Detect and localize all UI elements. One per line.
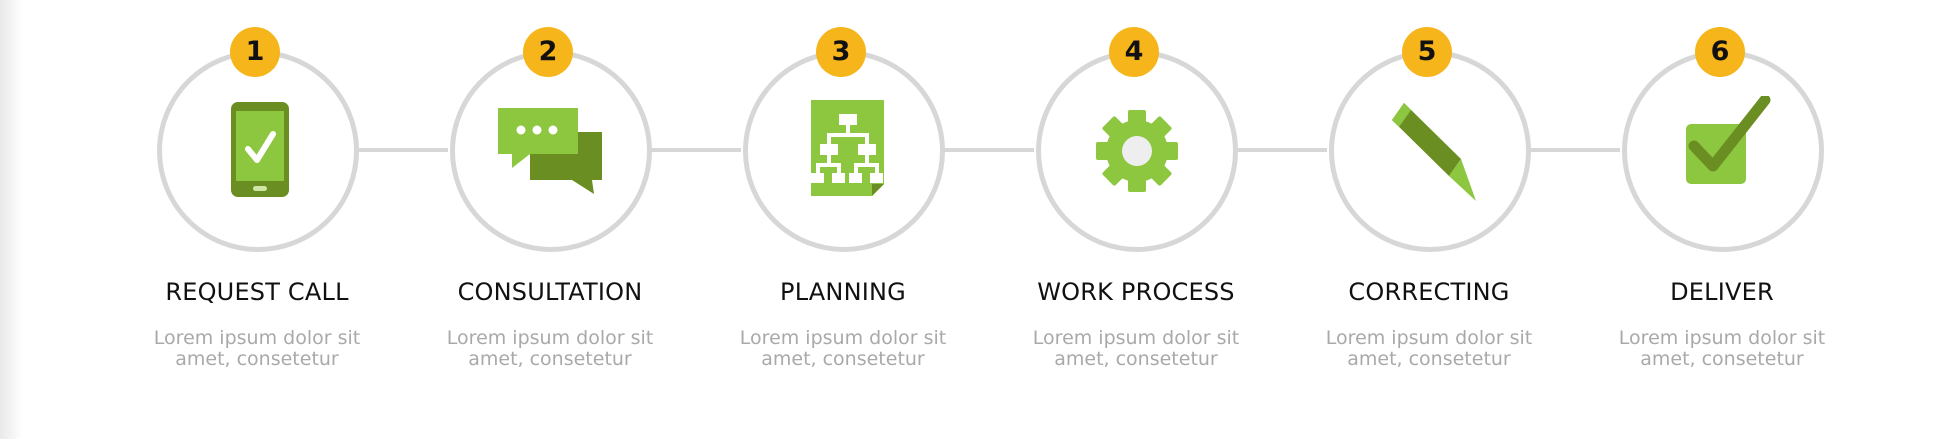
step-correcting: 5 CORRECTING Lorem ipsum dolor sit amet,… — [1294, 0, 1564, 439]
step-number-badge: 1 — [230, 27, 280, 77]
step-consultation: 2 CONSULTATION Lorem ipsum dolor sit ame… — [415, 0, 685, 439]
step-title: WORK PROCESS — [1037, 278, 1235, 306]
sitemap-document-icon — [789, 96, 899, 206]
smartphone-check-icon — [203, 96, 313, 206]
connector-line-1-2 — [357, 148, 448, 152]
connector-line-2-3 — [650, 148, 741, 152]
checkbox-check-icon — [1668, 96, 1778, 206]
connector-line-3-4 — [943, 148, 1034, 152]
step-description: Lorem ipsum dolor sit amet, consetetur — [1032, 327, 1240, 370]
chat-bubbles-icon — [496, 96, 606, 206]
step-description: Lorem ipsum dolor sit amet, consetetur — [153, 327, 361, 370]
step-title: PLANNING — [780, 278, 906, 306]
step-deliver: 6 DELIVER Lorem ipsum dolor sit amet, co… — [1587, 0, 1857, 439]
step-title: CORRECTING — [1348, 278, 1510, 306]
step-description: Lorem ipsum dolor sit amet, consetetur — [739, 327, 947, 370]
connector-line-5-6 — [1529, 148, 1620, 152]
step-description: Lorem ipsum dolor sit amet, consetetur — [446, 327, 654, 370]
step-number-badge: 6 — [1695, 27, 1745, 77]
pencil-icon — [1375, 96, 1485, 206]
step-work-process: 4 WORK PROCESS Lorem ipsum dolor sit ame… — [1001, 0, 1271, 439]
step-number-badge: 3 — [816, 27, 866, 77]
step-planning: 3 PLANNING Lorem ipsum dolor sit amet, c… — [708, 0, 978, 439]
step-number-badge: 5 — [1402, 27, 1452, 77]
step-request-call: 1 REQUEST CALL Lorem ipsum dolor sit ame… — [122, 0, 392, 439]
step-title: CONSULTATION — [457, 278, 643, 306]
step-number-badge: 4 — [1109, 27, 1159, 77]
step-title: DELIVER — [1670, 278, 1774, 306]
step-description: Lorem ipsum dolor sit amet, consetetur — [1325, 327, 1533, 370]
step-description: Lorem ipsum dolor sit amet, consetetur — [1618, 327, 1826, 370]
step-number-badge: 2 — [523, 27, 573, 77]
step-circle — [1622, 50, 1824, 252]
left-edge-shadow — [0, 0, 22, 439]
gear-icon — [1082, 96, 1192, 206]
step-title: REQUEST CALL — [165, 278, 349, 306]
connector-line-4-5 — [1236, 148, 1327, 152]
